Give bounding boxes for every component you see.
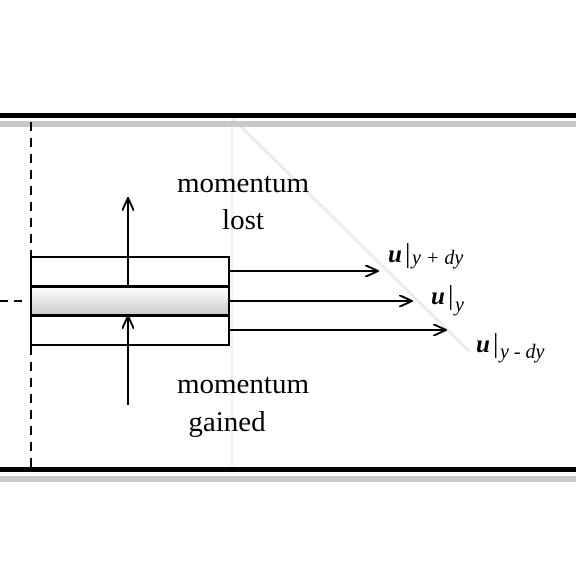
velocity-subscript: y - dy — [498, 341, 545, 363]
velocity-label-middle: u | y — [431, 280, 464, 316]
velocity-symbol: u — [476, 331, 490, 358]
bottom-wall-shadow — [0, 476, 576, 482]
evaluation-bar: | — [493, 328, 498, 358]
velocity-subscript: y + dy — [410, 247, 463, 269]
upper-layer-box — [30, 256, 230, 287]
velocity-symbol: u — [388, 241, 402, 268]
momentum-lost-label-line2: lost — [222, 204, 264, 236]
evaluation-bar: | — [448, 280, 453, 310]
velocity-label-lower: u | y - dy — [476, 328, 545, 363]
velocity-symbol: u — [431, 283, 445, 310]
momentum-lost-label-line1: momentum — [177, 167, 310, 199]
momentum-gained-label-line1: momentum — [177, 368, 310, 400]
lower-layer-box — [30, 315, 230, 346]
evaluation-bar: | — [405, 238, 410, 268]
velocity-label-upper: u | y + dy — [388, 238, 463, 269]
top-wall — [0, 113, 576, 118]
momentum-gained-label-line2: gained — [188, 406, 266, 438]
bottom-wall — [0, 467, 576, 472]
top-wall-shadow — [0, 121, 576, 127]
faint-diagonal-line — [230, 116, 472, 354]
fluid-element — [30, 286, 230, 316]
velocity-subscript: y — [453, 294, 464, 316]
